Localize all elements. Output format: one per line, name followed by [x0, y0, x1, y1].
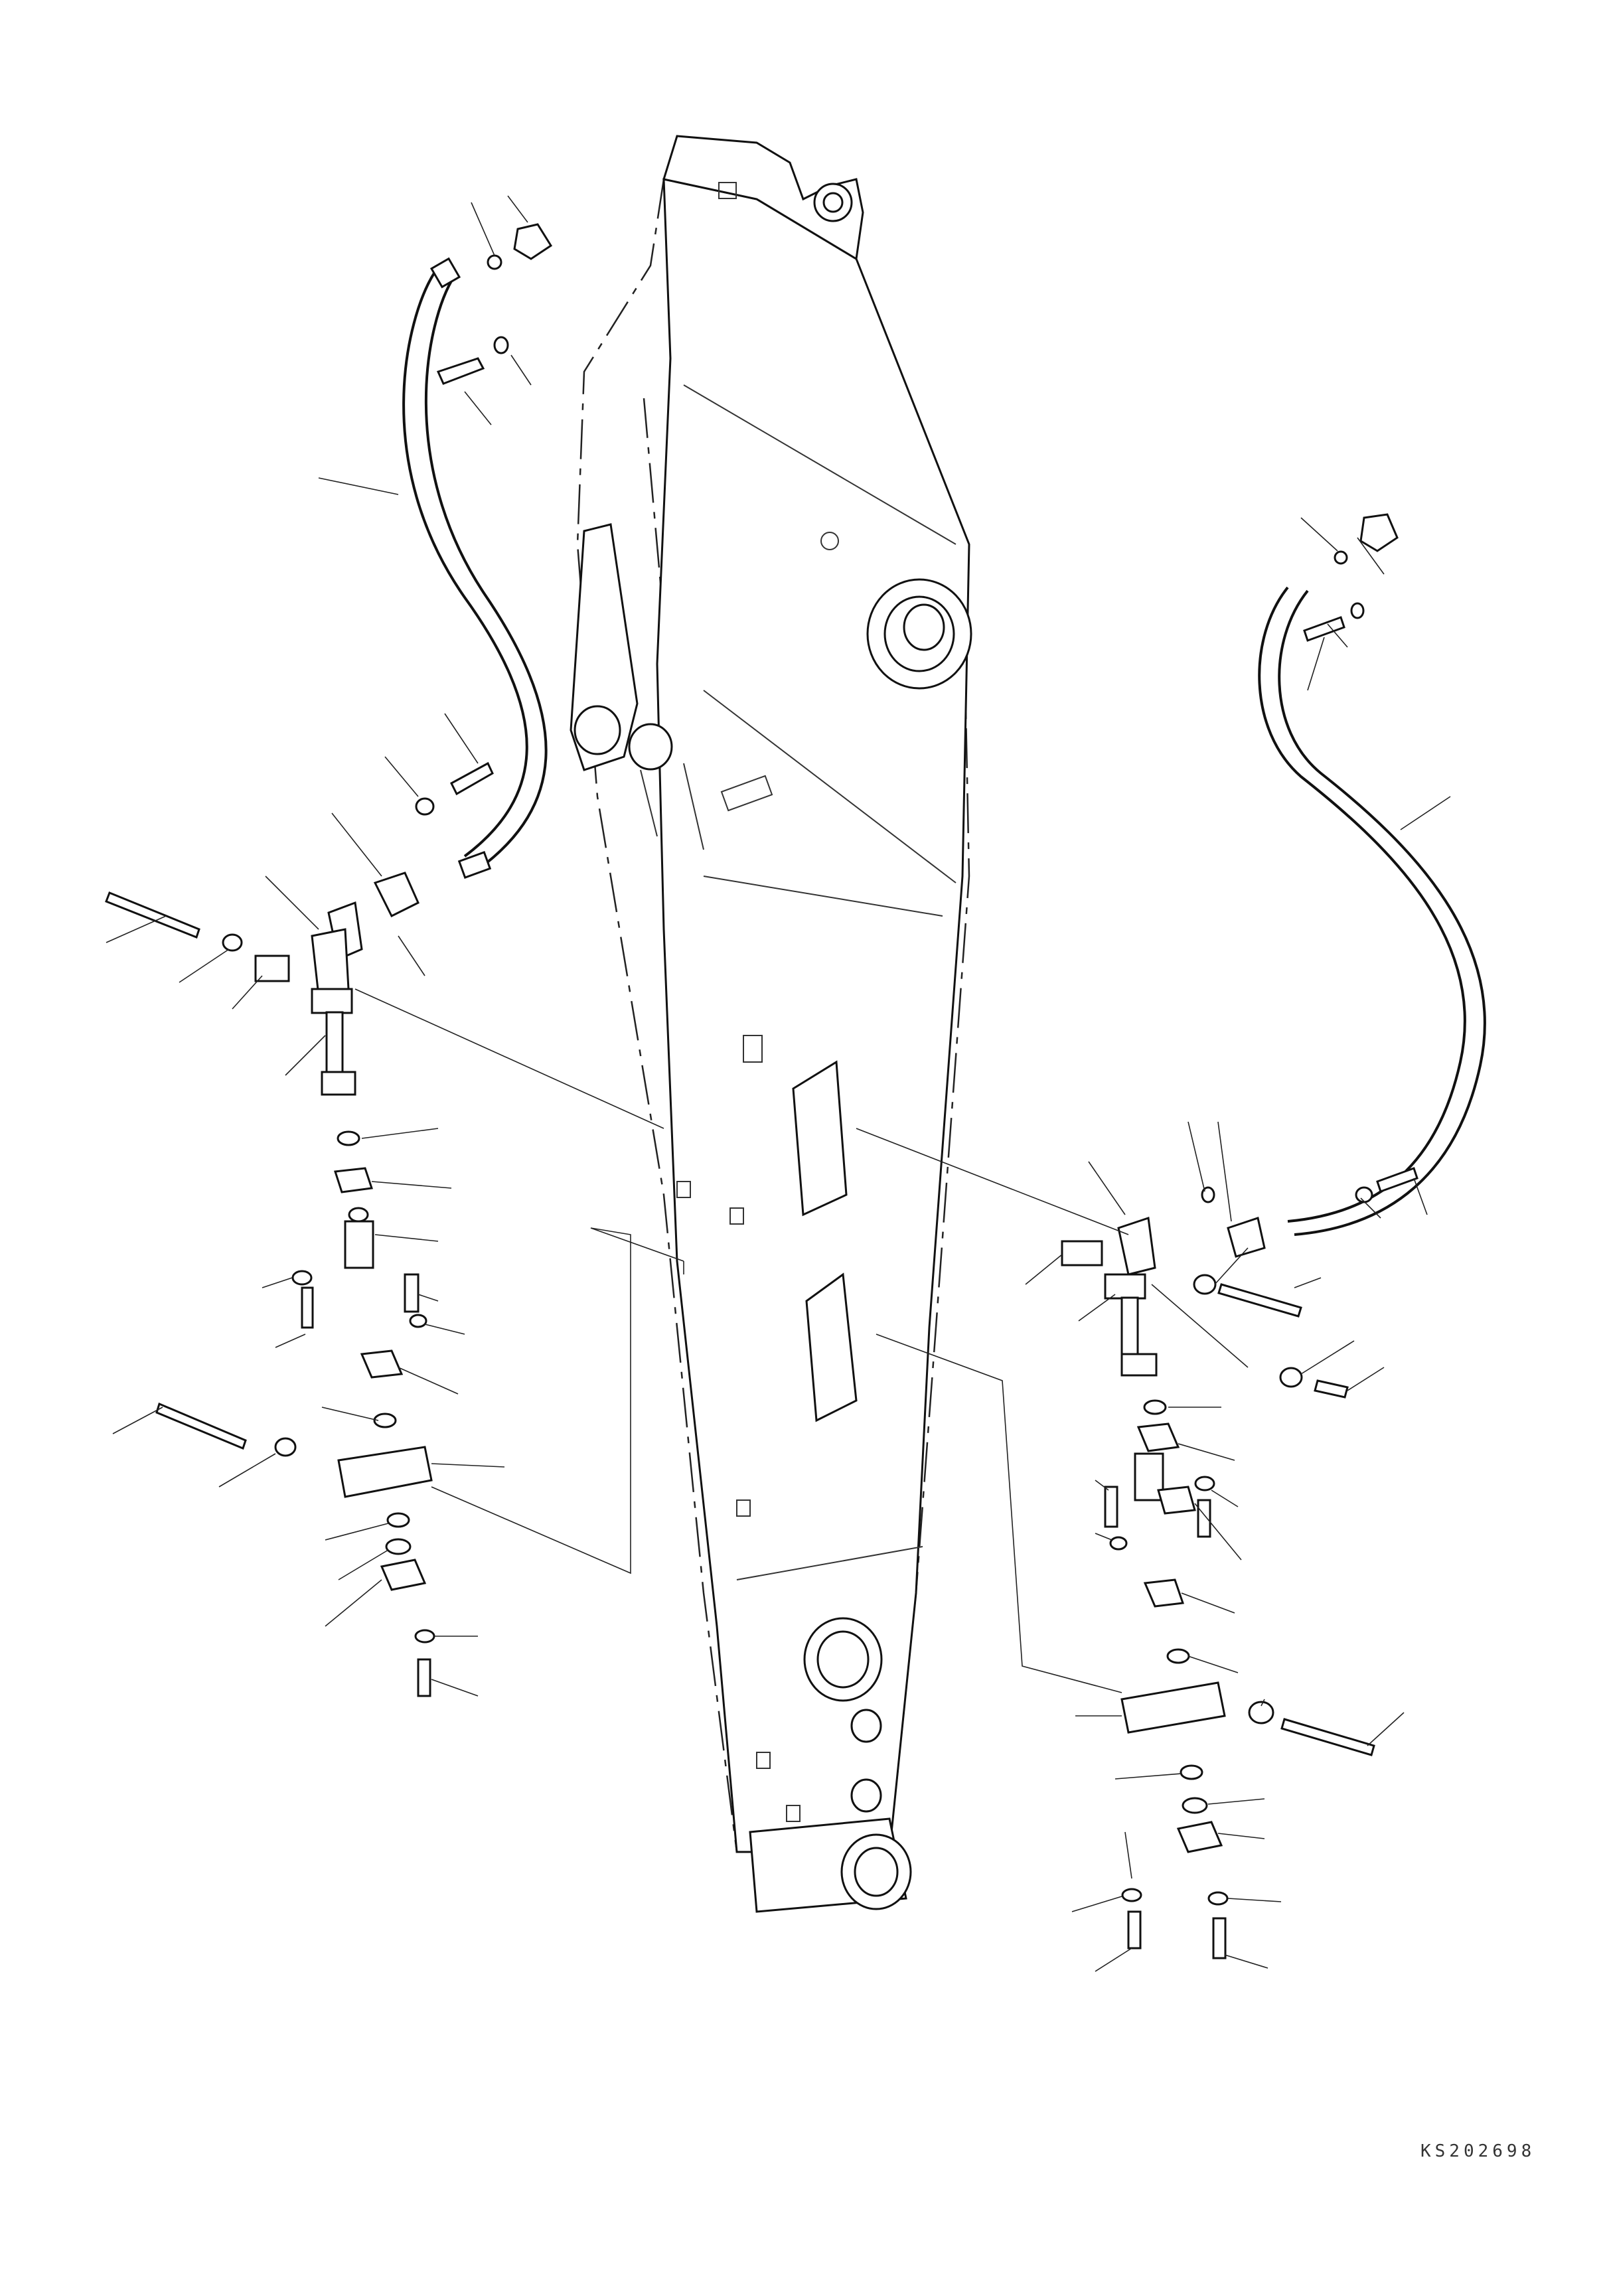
drawing-code: KS202698	[1420, 2141, 1536, 2161]
arm-structure	[570, 135, 972, 1913]
right-hose-assembly	[1061, 513, 1486, 1959]
leader-lines	[106, 195, 1451, 1972]
left-hose-assembly	[105, 223, 553, 1697]
